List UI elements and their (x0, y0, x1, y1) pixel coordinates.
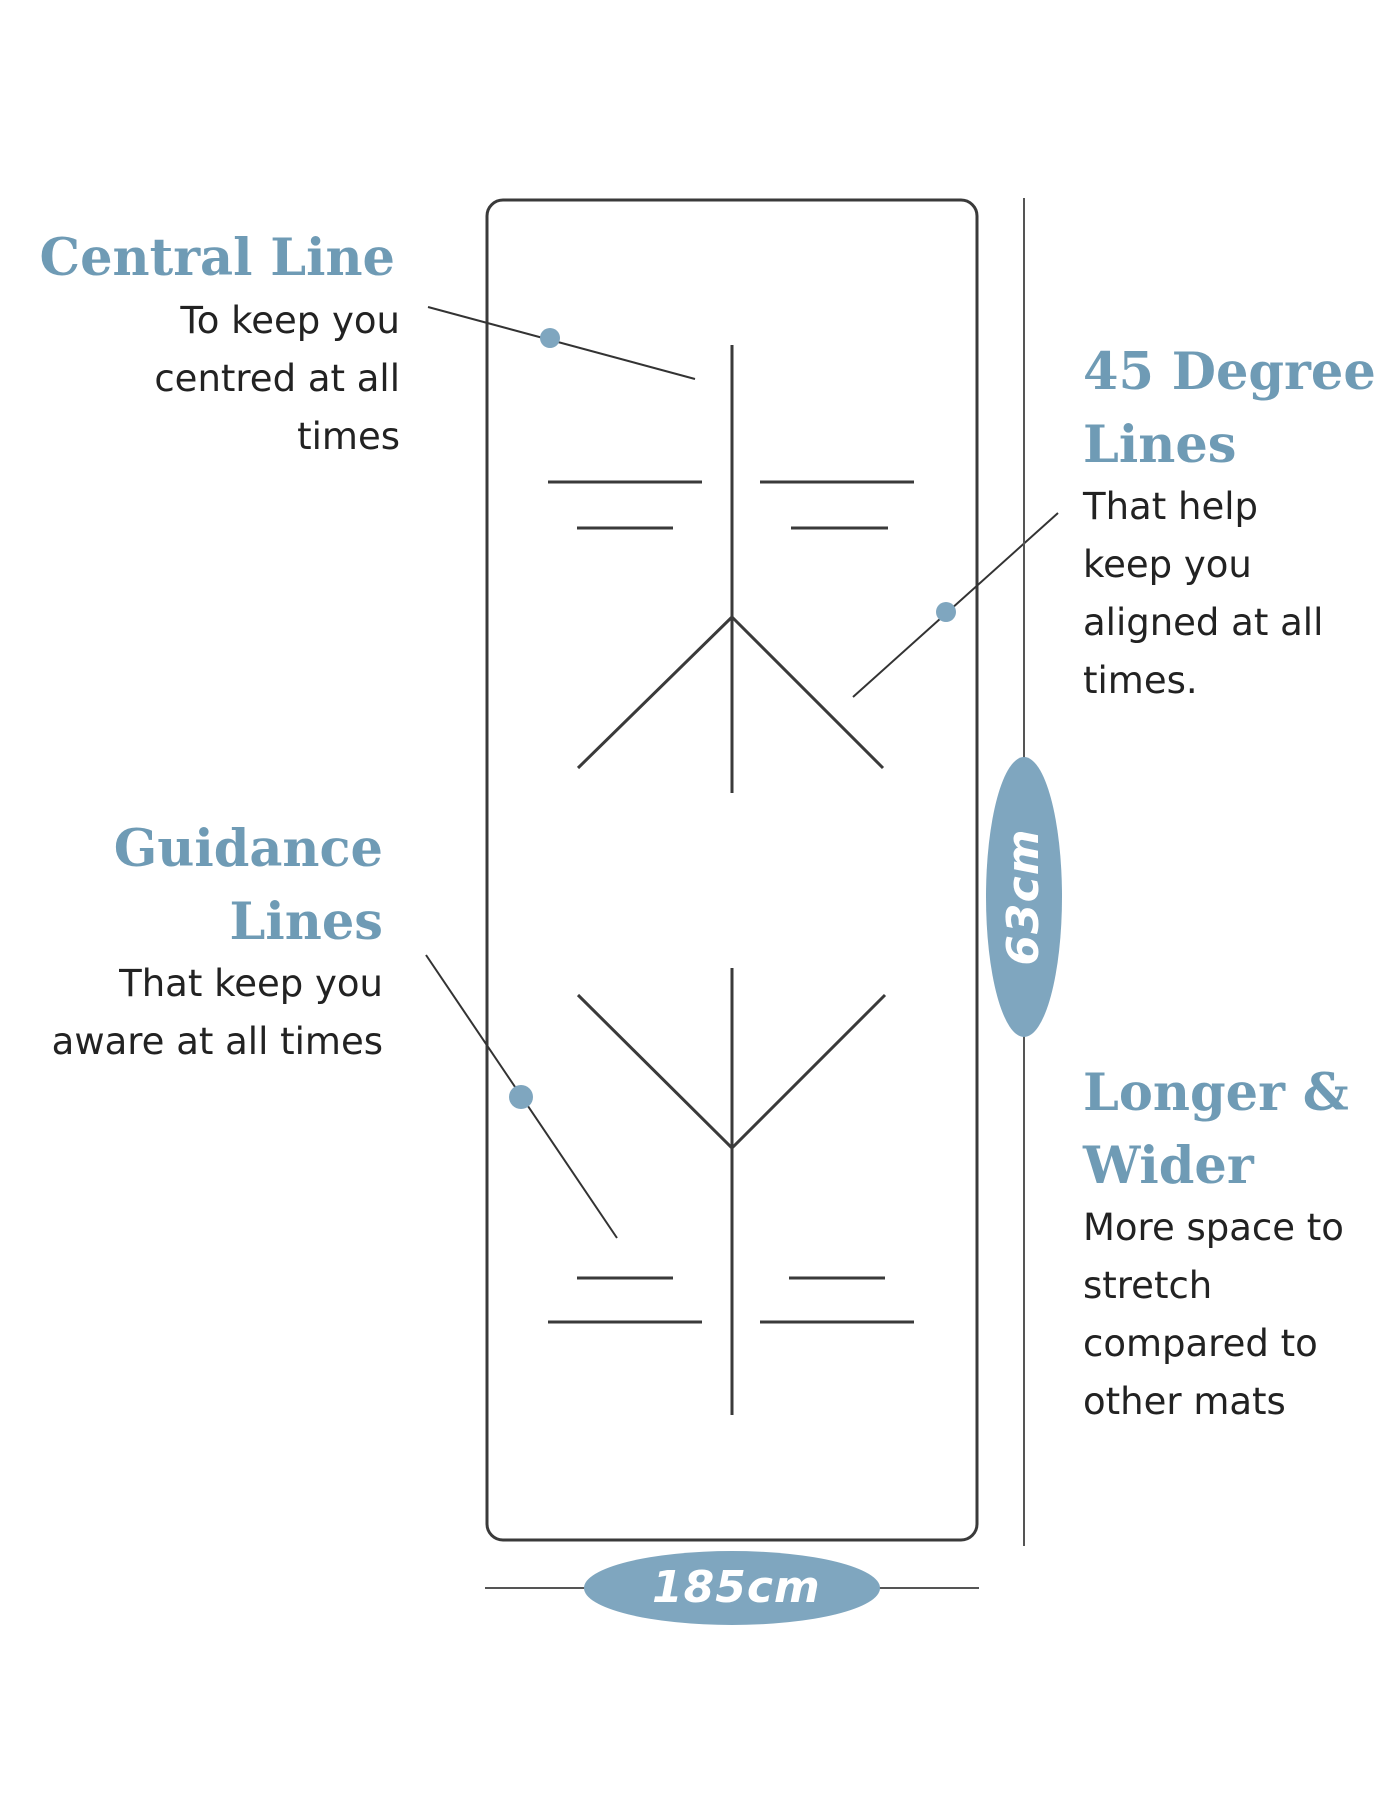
central-line-desc-3: times (297, 415, 400, 458)
longer-wider-title-1: Longer & (1083, 1063, 1349, 1123)
degree-lines-desc-3: aligned at all (1083, 601, 1324, 644)
width-label: 63cm (998, 828, 1049, 966)
width-badge (986, 757, 1062, 1037)
guidance-lines-top (548, 480, 914, 530)
guidance-lines-title-2: Lines (229, 892, 383, 952)
guidance-lines-desc-1: That keep you (119, 962, 383, 1005)
longer-wider-title-2: Wider (1083, 1136, 1254, 1196)
length-label: 185cm (652, 1562, 821, 1613)
central-line-title: Central Line (39, 228, 395, 288)
callout-dots (509, 328, 956, 1109)
length-badge (584, 1551, 880, 1625)
guidance-lines-bottom (548, 1276, 914, 1324)
longer-wider-desc-3: compared to (1083, 1322, 1318, 1365)
central-line-desc-1: To keep you (180, 299, 400, 342)
degree-lines-title-1: 45 Degree (1083, 342, 1376, 402)
guidance-lines-desc-2: aware at all times (51, 1020, 383, 1063)
degree-lines-title-2: Lines (1083, 415, 1237, 475)
longer-wider-desc-2: stretch (1083, 1264, 1213, 1307)
degree-lines-desc-2: keep you (1083, 543, 1252, 586)
degree-lines-top (576, 615, 885, 770)
longer-wider-desc-1: More space to (1083, 1206, 1344, 1249)
central-line-desc-2: centred at all (154, 357, 400, 400)
degree-lines-bottom (576, 993, 887, 1150)
mat-outline (485, 198, 979, 1542)
guidance-lines-title-1: Guidance (113, 819, 383, 879)
degree-lines-desc-4: times. (1083, 659, 1198, 702)
degree-lines-desc-1: That help (1083, 485, 1258, 528)
longer-wider-desc-4: other mats (1083, 1380, 1286, 1423)
